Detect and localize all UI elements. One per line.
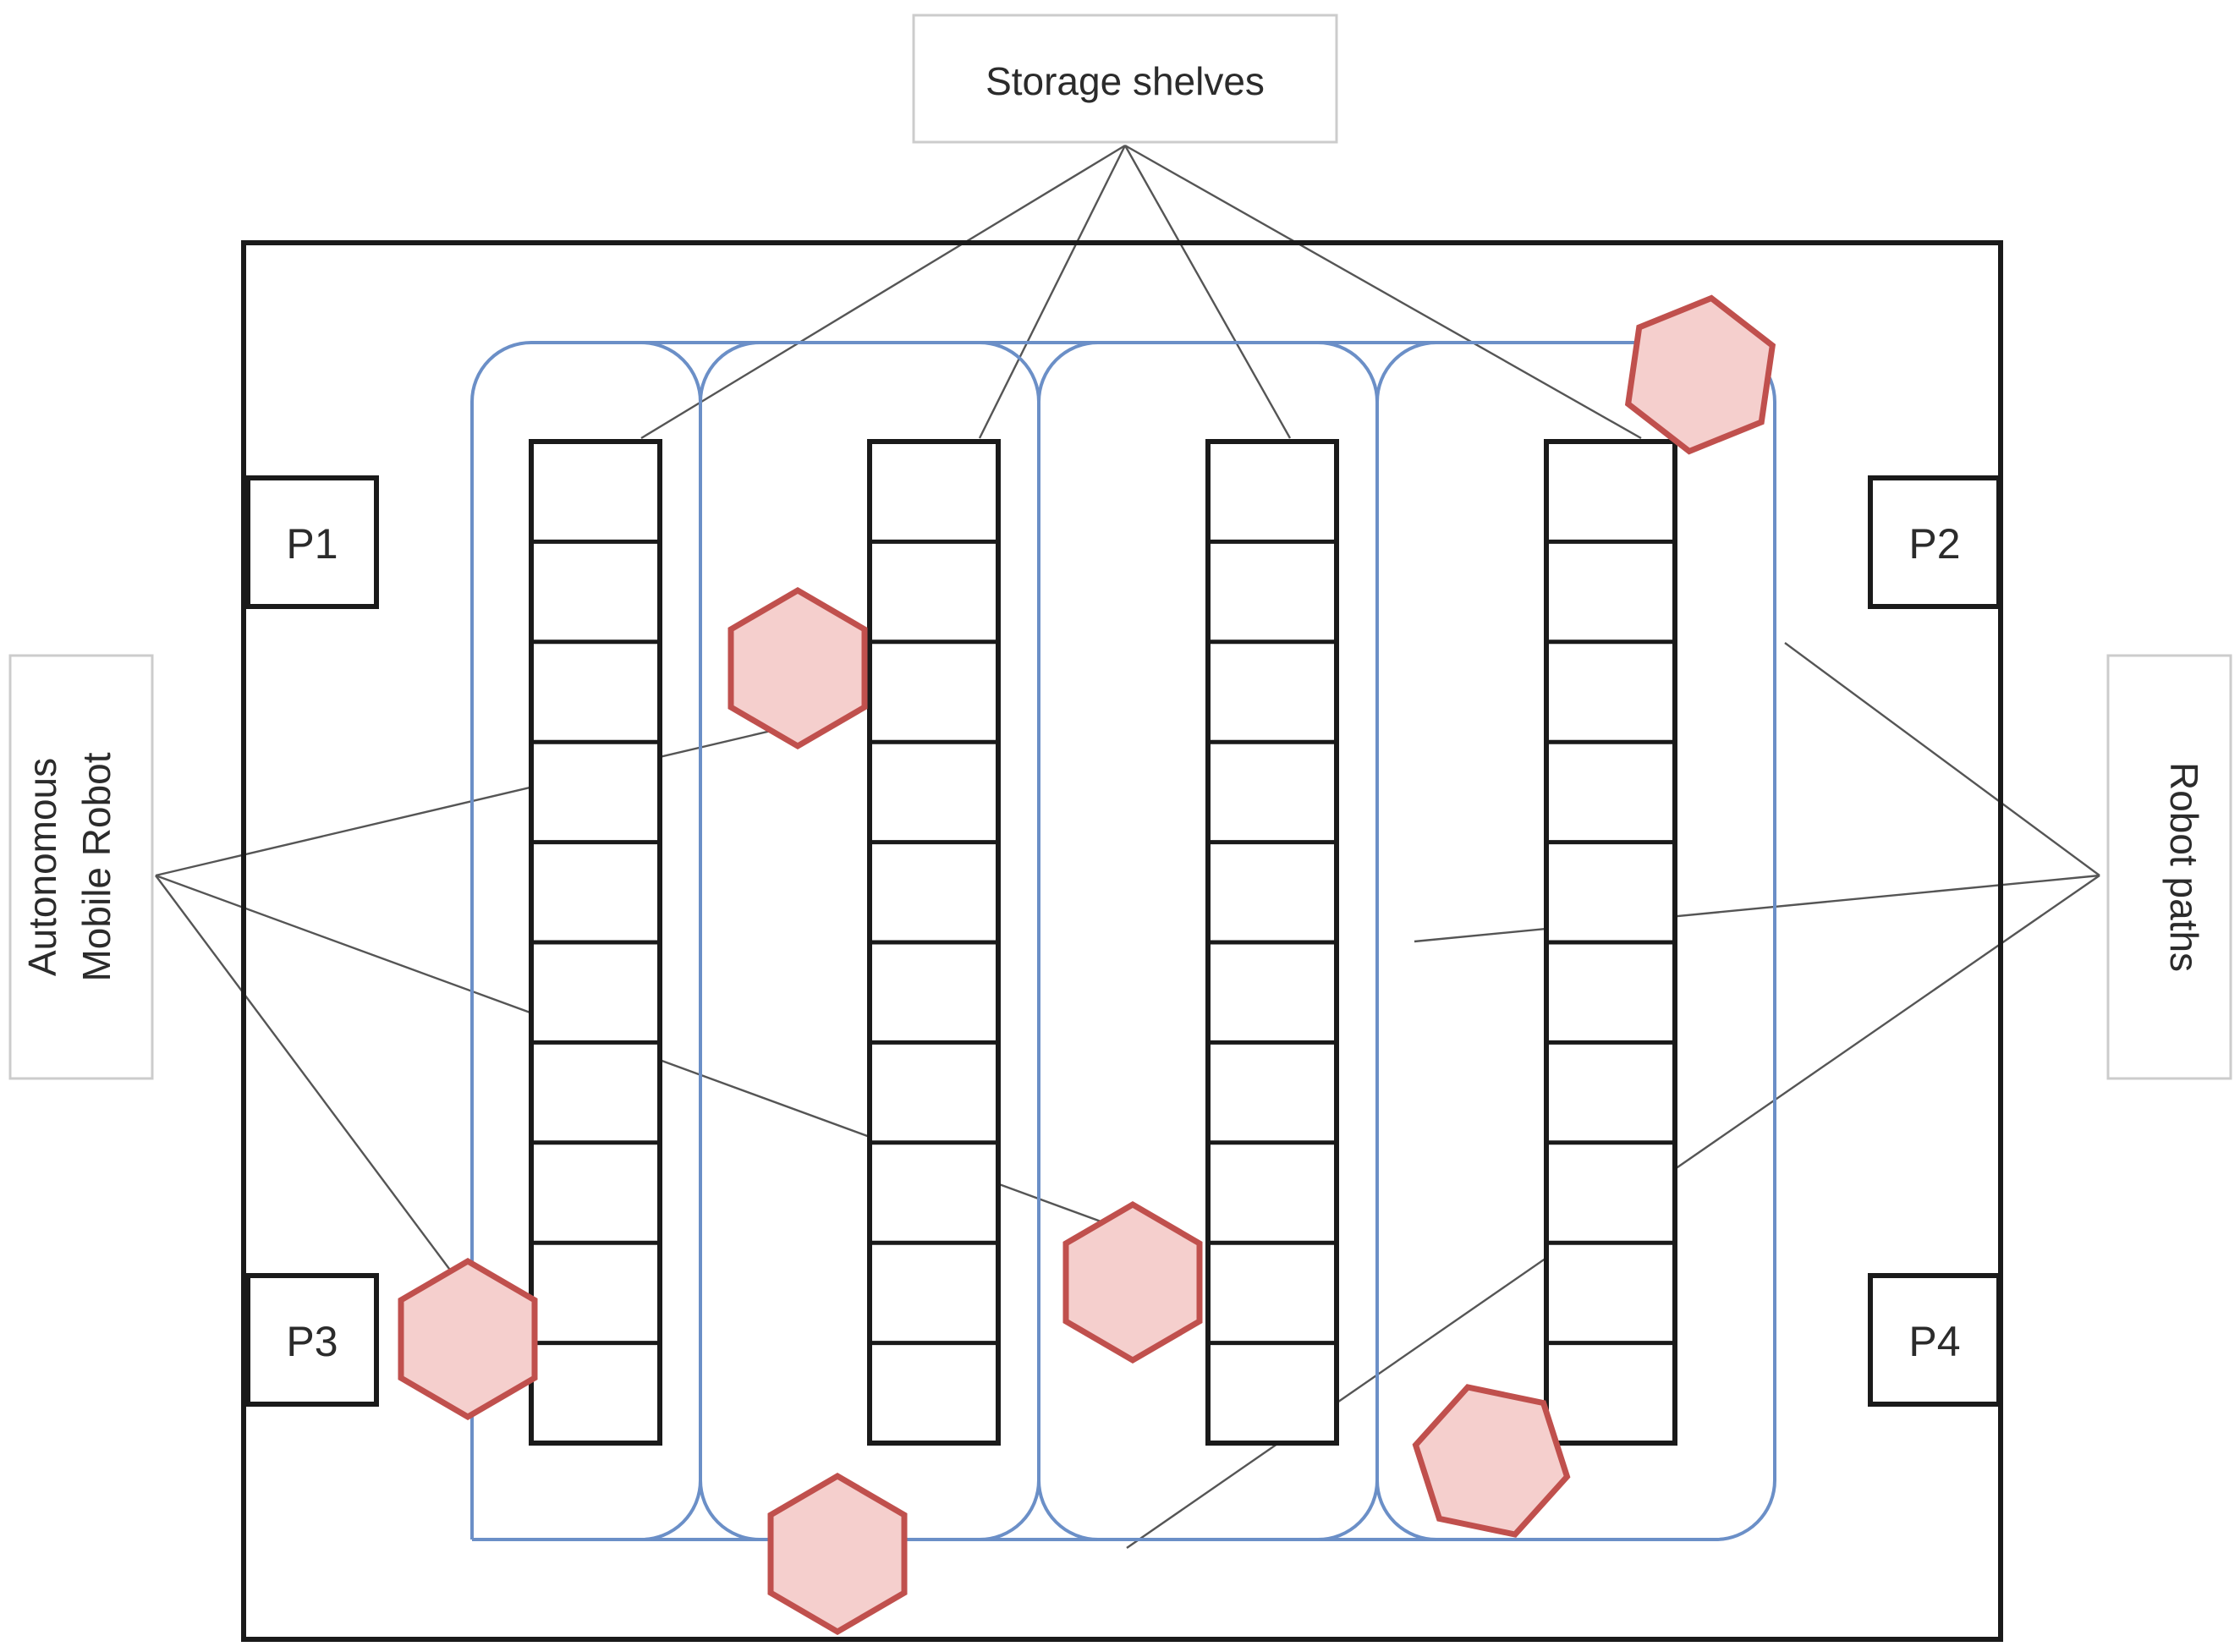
station-P3-label: P3 <box>286 1318 338 1365</box>
robot-paths-label: Robot paths <box>2162 762 2206 972</box>
amr-label-line1: Autonomous <box>20 758 64 976</box>
storage-shelves-label: Storage shelves <box>985 59 1265 103</box>
amr-callout-box <box>8 654 154 1080</box>
leader-line-path-2 <box>1414 874 2100 943</box>
robot-icon-6[interactable] <box>767 1472 908 1636</box>
autonomous-mobile-robots[interactable] <box>398 283 1798 1636</box>
leader-line-shelf-2 <box>978 145 1127 439</box>
station-P1-box <box>245 475 379 609</box>
shelf-rack-4[interactable] <box>1544 439 1677 1446</box>
leader-line-shelf-3 <box>1123 145 1292 439</box>
station-P4-label: P4 <box>1908 1318 1960 1365</box>
callout-autonomous-mobile-robot[interactable]: Autonomous Mobile Robot <box>8 654 154 1080</box>
callout-robot-paths[interactable]: Robot paths <box>2106 654 2232 1080</box>
station-P2-box <box>1868 475 2001 609</box>
station-P1-label: P1 <box>286 520 338 568</box>
robot-icon-5[interactable] <box>1390 1358 1594 1563</box>
path-turn-bottom-2 <box>979 1479 1040 1541</box>
robot-icon-3[interactable] <box>1062 1200 1203 1364</box>
leader-line-amr-3 <box>155 875 458 1280</box>
path-turn-bottom-3 <box>1317 1479 1379 1541</box>
station-P3-box <box>245 1273 379 1407</box>
warehouse-boundary <box>241 240 2003 1642</box>
picking-stations[interactable]: P1 P2 P3 P4 <box>245 475 2001 1407</box>
leader-line-amr-1 <box>155 727 779 877</box>
station-P4[interactable]: P4 <box>1868 1273 2001 1407</box>
path-aisle-3 <box>1317 341 1437 1541</box>
callout-storage-shelves[interactable]: Storage shelves <box>912 14 1338 144</box>
station-P4-box <box>1868 1273 2001 1407</box>
shelf-rack-3[interactable] <box>1205 439 1339 1446</box>
station-P1[interactable]: P1 <box>245 475 379 609</box>
path-turn-bottom-1 <box>640 1479 702 1541</box>
storage-shelves-callout-box <box>912 14 1338 144</box>
robot-icon-2[interactable] <box>1603 283 1798 465</box>
leader-line-path-1 <box>1784 642 2100 876</box>
path-aisle-2 <box>979 341 1099 1541</box>
amr-label-line2: Mobile Robot <box>74 752 118 981</box>
path-aisle-1 <box>640 341 760 1541</box>
robot-icon-1[interactable] <box>727 586 868 750</box>
path-turn-top-2 <box>1037 341 1099 403</box>
shelf-rack-1[interactable] <box>529 439 662 1446</box>
robot-paths-callout-box <box>2106 654 2232 1080</box>
robot-icon-4[interactable] <box>398 1257 538 1421</box>
leader-line-shelf-1 <box>640 144 1126 440</box>
station-P2[interactable]: P2 <box>1868 475 2001 609</box>
storage-shelf-racks[interactable] <box>529 439 1677 1446</box>
path-turn-top-1 <box>699 341 760 403</box>
station-P3[interactable]: P3 <box>245 1273 379 1407</box>
shelf-rack-2[interactable] <box>867 439 1001 1446</box>
leader-line-shelf-4 <box>1124 144 1642 440</box>
leader-lines-storage-shelves <box>640 144 1642 440</box>
path-turn-top-3 <box>1375 341 1437 403</box>
station-P2-label: P2 <box>1908 520 1960 568</box>
